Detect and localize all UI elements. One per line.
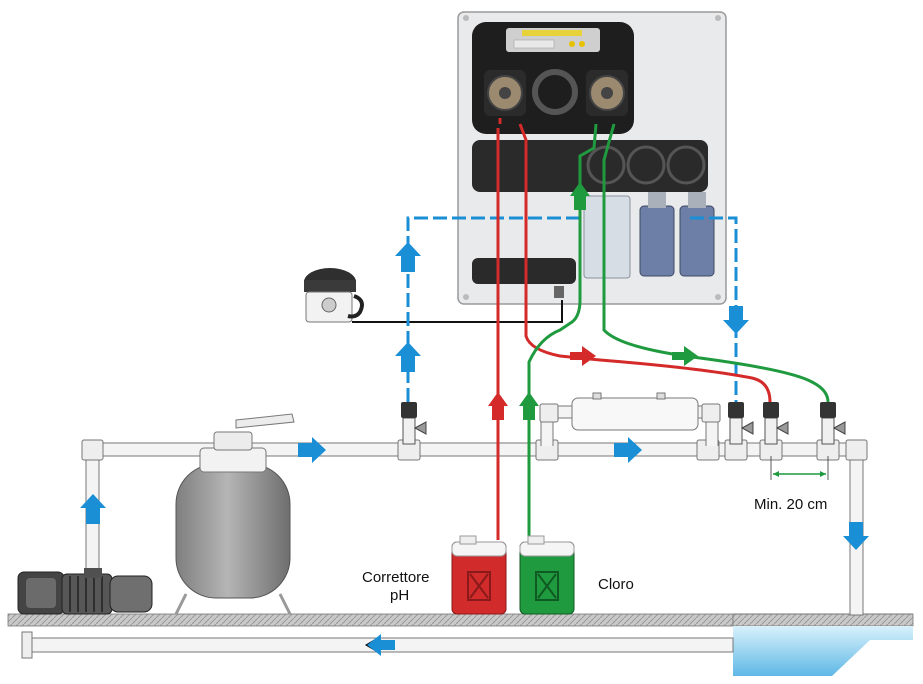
arrow-down-icon [843,522,869,550]
chlorine-canister [519,535,575,615]
heat-exchanger [571,397,699,431]
chlorine-label: Cloro [598,576,634,593]
bypass-exchanger [539,392,721,446]
ph-corrector-label-line2: pH [390,587,409,604]
arrow-up-icon [488,392,508,420]
arrow-right-icon [570,346,596,366]
arrow-up-icon [80,494,106,524]
arrow-left-icon [367,634,395,656]
arrow-up-icon [519,392,539,420]
pool-water [733,626,913,676]
pool [733,613,913,676]
probe-holder-icon [401,402,427,445]
probe-holder-icon [728,402,754,445]
ph-dosing-line [496,118,772,540]
probe-holders [401,402,846,445]
arrow-up-icon [570,182,590,210]
flow-arrows [80,242,869,656]
arrow-down-icon [723,306,749,334]
chlorine-dosing-line [527,123,830,540]
sample-water-lines [406,216,738,402]
arrow-right-icon [614,437,642,463]
arrow-right-icon [672,346,698,366]
water-pump-icon [17,568,153,615]
probe-holder-icon [763,402,789,445]
probe-holder-icon [820,402,846,445]
sand-filter-icon [174,413,295,615]
distance-marker [770,456,829,480]
ground-strip [7,613,734,627]
arrow-up-icon [395,342,421,372]
min-distance-label: Min. 20 cm [754,496,827,513]
arrow-right-icon [298,437,326,463]
ground-section [7,613,914,627]
dosing-arrows [488,182,698,420]
ph-corrector-label-line1: Correttore [362,569,430,586]
arrow-up-icon [395,242,421,272]
flow-sensor-icon [304,268,364,323]
ph-canister [451,535,507,615]
sensor-cable [352,300,563,323]
